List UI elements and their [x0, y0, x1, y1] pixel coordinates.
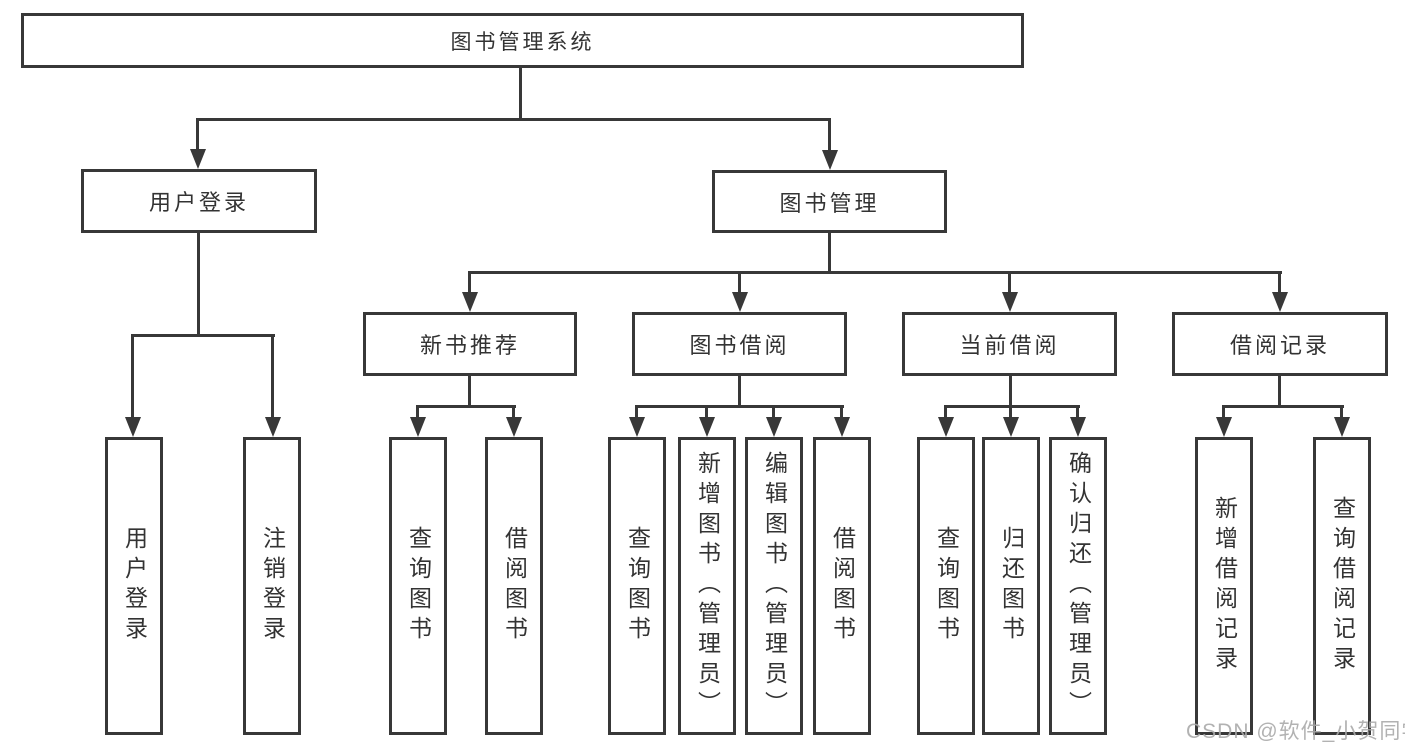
leaf-label: 新增图书（管理员）	[694, 451, 721, 721]
arrowhead-down	[265, 417, 281, 437]
arrowhead-down	[1070, 417, 1086, 437]
arrowhead-down	[462, 292, 478, 312]
leaf-label: 确认归还（管理员）	[1065, 451, 1092, 721]
node-label: 图书借阅	[689, 333, 790, 358]
connector-line	[840, 405, 843, 419]
connector-line	[828, 233, 831, 274]
connector-line	[1278, 271, 1281, 294]
arrowhead-down	[834, 417, 850, 437]
leaf-label: 查询图书	[405, 526, 432, 646]
leaf-query-books-borrow: 查询图书	[608, 437, 666, 735]
connector-line	[271, 334, 274, 419]
arrowhead-down	[1003, 417, 1019, 437]
connector-line	[772, 405, 775, 419]
node-book-management: 图书管理	[712, 170, 947, 233]
connector-line	[944, 405, 1080, 408]
leaf-label: 归还图书	[998, 526, 1025, 646]
connector-line	[519, 67, 522, 121]
connector-line	[196, 118, 199, 152]
connector-line	[1222, 405, 1225, 419]
arrowhead-down	[766, 417, 782, 437]
connector-line	[1076, 405, 1079, 419]
connector-line	[416, 405, 419, 419]
connector-line	[1009, 376, 1012, 408]
connector-line	[197, 233, 200, 337]
leaf-label: 编辑图书（管理员）	[761, 451, 788, 721]
connector-line	[635, 405, 844, 408]
arrowhead-down	[506, 417, 522, 437]
connector-line	[131, 334, 275, 337]
node-label: 新书推荐	[419, 333, 520, 358]
arrowhead-down	[410, 417, 426, 437]
leaf-add-book-admin: 新增图书（管理员）	[678, 437, 736, 735]
arrowhead-down	[1002, 292, 1018, 312]
arrowhead-down	[938, 417, 954, 437]
connector-line	[705, 405, 708, 419]
connector-line	[738, 271, 741, 294]
node-root: 图书管理系统	[21, 13, 1024, 68]
connector-line	[828, 118, 831, 153]
node-label: 借阅记录	[1229, 333, 1330, 358]
arrowhead-down	[629, 417, 645, 437]
connector-line	[1008, 271, 1011, 294]
connector-line	[1340, 405, 1343, 419]
connector-line	[468, 271, 1282, 274]
connector-line	[131, 334, 134, 419]
connector-line	[1278, 376, 1281, 408]
arrowhead-down	[190, 149, 206, 169]
leaf-add-borrow-record: 新增借阅记录	[1195, 437, 1253, 735]
node-book-borrow: 图书借阅	[632, 312, 847, 376]
leaf-edit-book-admin: 编辑图书（管理员）	[745, 437, 803, 735]
connector-line	[196, 118, 831, 121]
leaf-label: 查询图书	[624, 526, 651, 646]
leaf-label: 用户登录	[121, 526, 148, 646]
arrowhead-down	[822, 150, 838, 170]
leaf-borrow-books: 借阅图书	[813, 437, 871, 735]
node-current-borrow: 当前借阅	[902, 312, 1117, 376]
connector-line	[468, 271, 471, 294]
node-new-book-recommend: 新书推荐	[363, 312, 577, 376]
node-label: 用户登录	[148, 190, 249, 215]
leaf-query-books-current: 查询图书	[917, 437, 975, 735]
connector-line	[1009, 405, 1012, 419]
connector-line	[416, 405, 516, 408]
node-user-login: 用户登录	[81, 169, 317, 233]
leaf-query-borrow-record: 查询借阅记录	[1313, 437, 1371, 735]
connector-line	[468, 376, 471, 408]
leaf-label: 查询图书	[933, 526, 960, 646]
node-borrow-records: 借阅记录	[1172, 312, 1388, 376]
leaf-label: 新增借阅记录	[1211, 496, 1238, 676]
arrowhead-down	[699, 417, 715, 437]
node-root-label: 图书管理系统	[450, 30, 595, 54]
connector-line	[944, 405, 947, 419]
leaf-label: 借阅图书	[829, 526, 856, 646]
connector-line	[512, 405, 515, 419]
connector-line	[738, 376, 741, 408]
connector-line	[635, 405, 638, 419]
node-label: 图书管理	[779, 190, 880, 216]
arrowhead-down	[125, 417, 141, 437]
leaf-borrow-books-recommend: 借阅图书	[485, 437, 543, 735]
leaf-label: 查询借阅记录	[1329, 496, 1356, 676]
leaf-label: 注销登录	[259, 526, 286, 646]
leaf-label: 借阅图书	[501, 526, 528, 646]
connector-line	[1222, 405, 1344, 408]
arrowhead-down	[1272, 292, 1288, 312]
arrowhead-down	[1334, 417, 1350, 437]
leaf-user-login: 用户登录	[105, 437, 163, 735]
leaf-return-book: 归还图书	[982, 437, 1040, 735]
node-label: 当前借阅	[959, 333, 1060, 358]
leaf-query-books-recommend: 查询图书	[389, 437, 447, 735]
leaf-logout: 注销登录	[243, 437, 301, 735]
arrowhead-down	[732, 292, 748, 312]
csdn-watermark: CSDN @软件_小贺同学	[1186, 720, 1405, 743]
leaf-confirm-return-admin: 确认归还（管理员）	[1049, 437, 1107, 735]
arrowhead-down	[1216, 417, 1232, 437]
